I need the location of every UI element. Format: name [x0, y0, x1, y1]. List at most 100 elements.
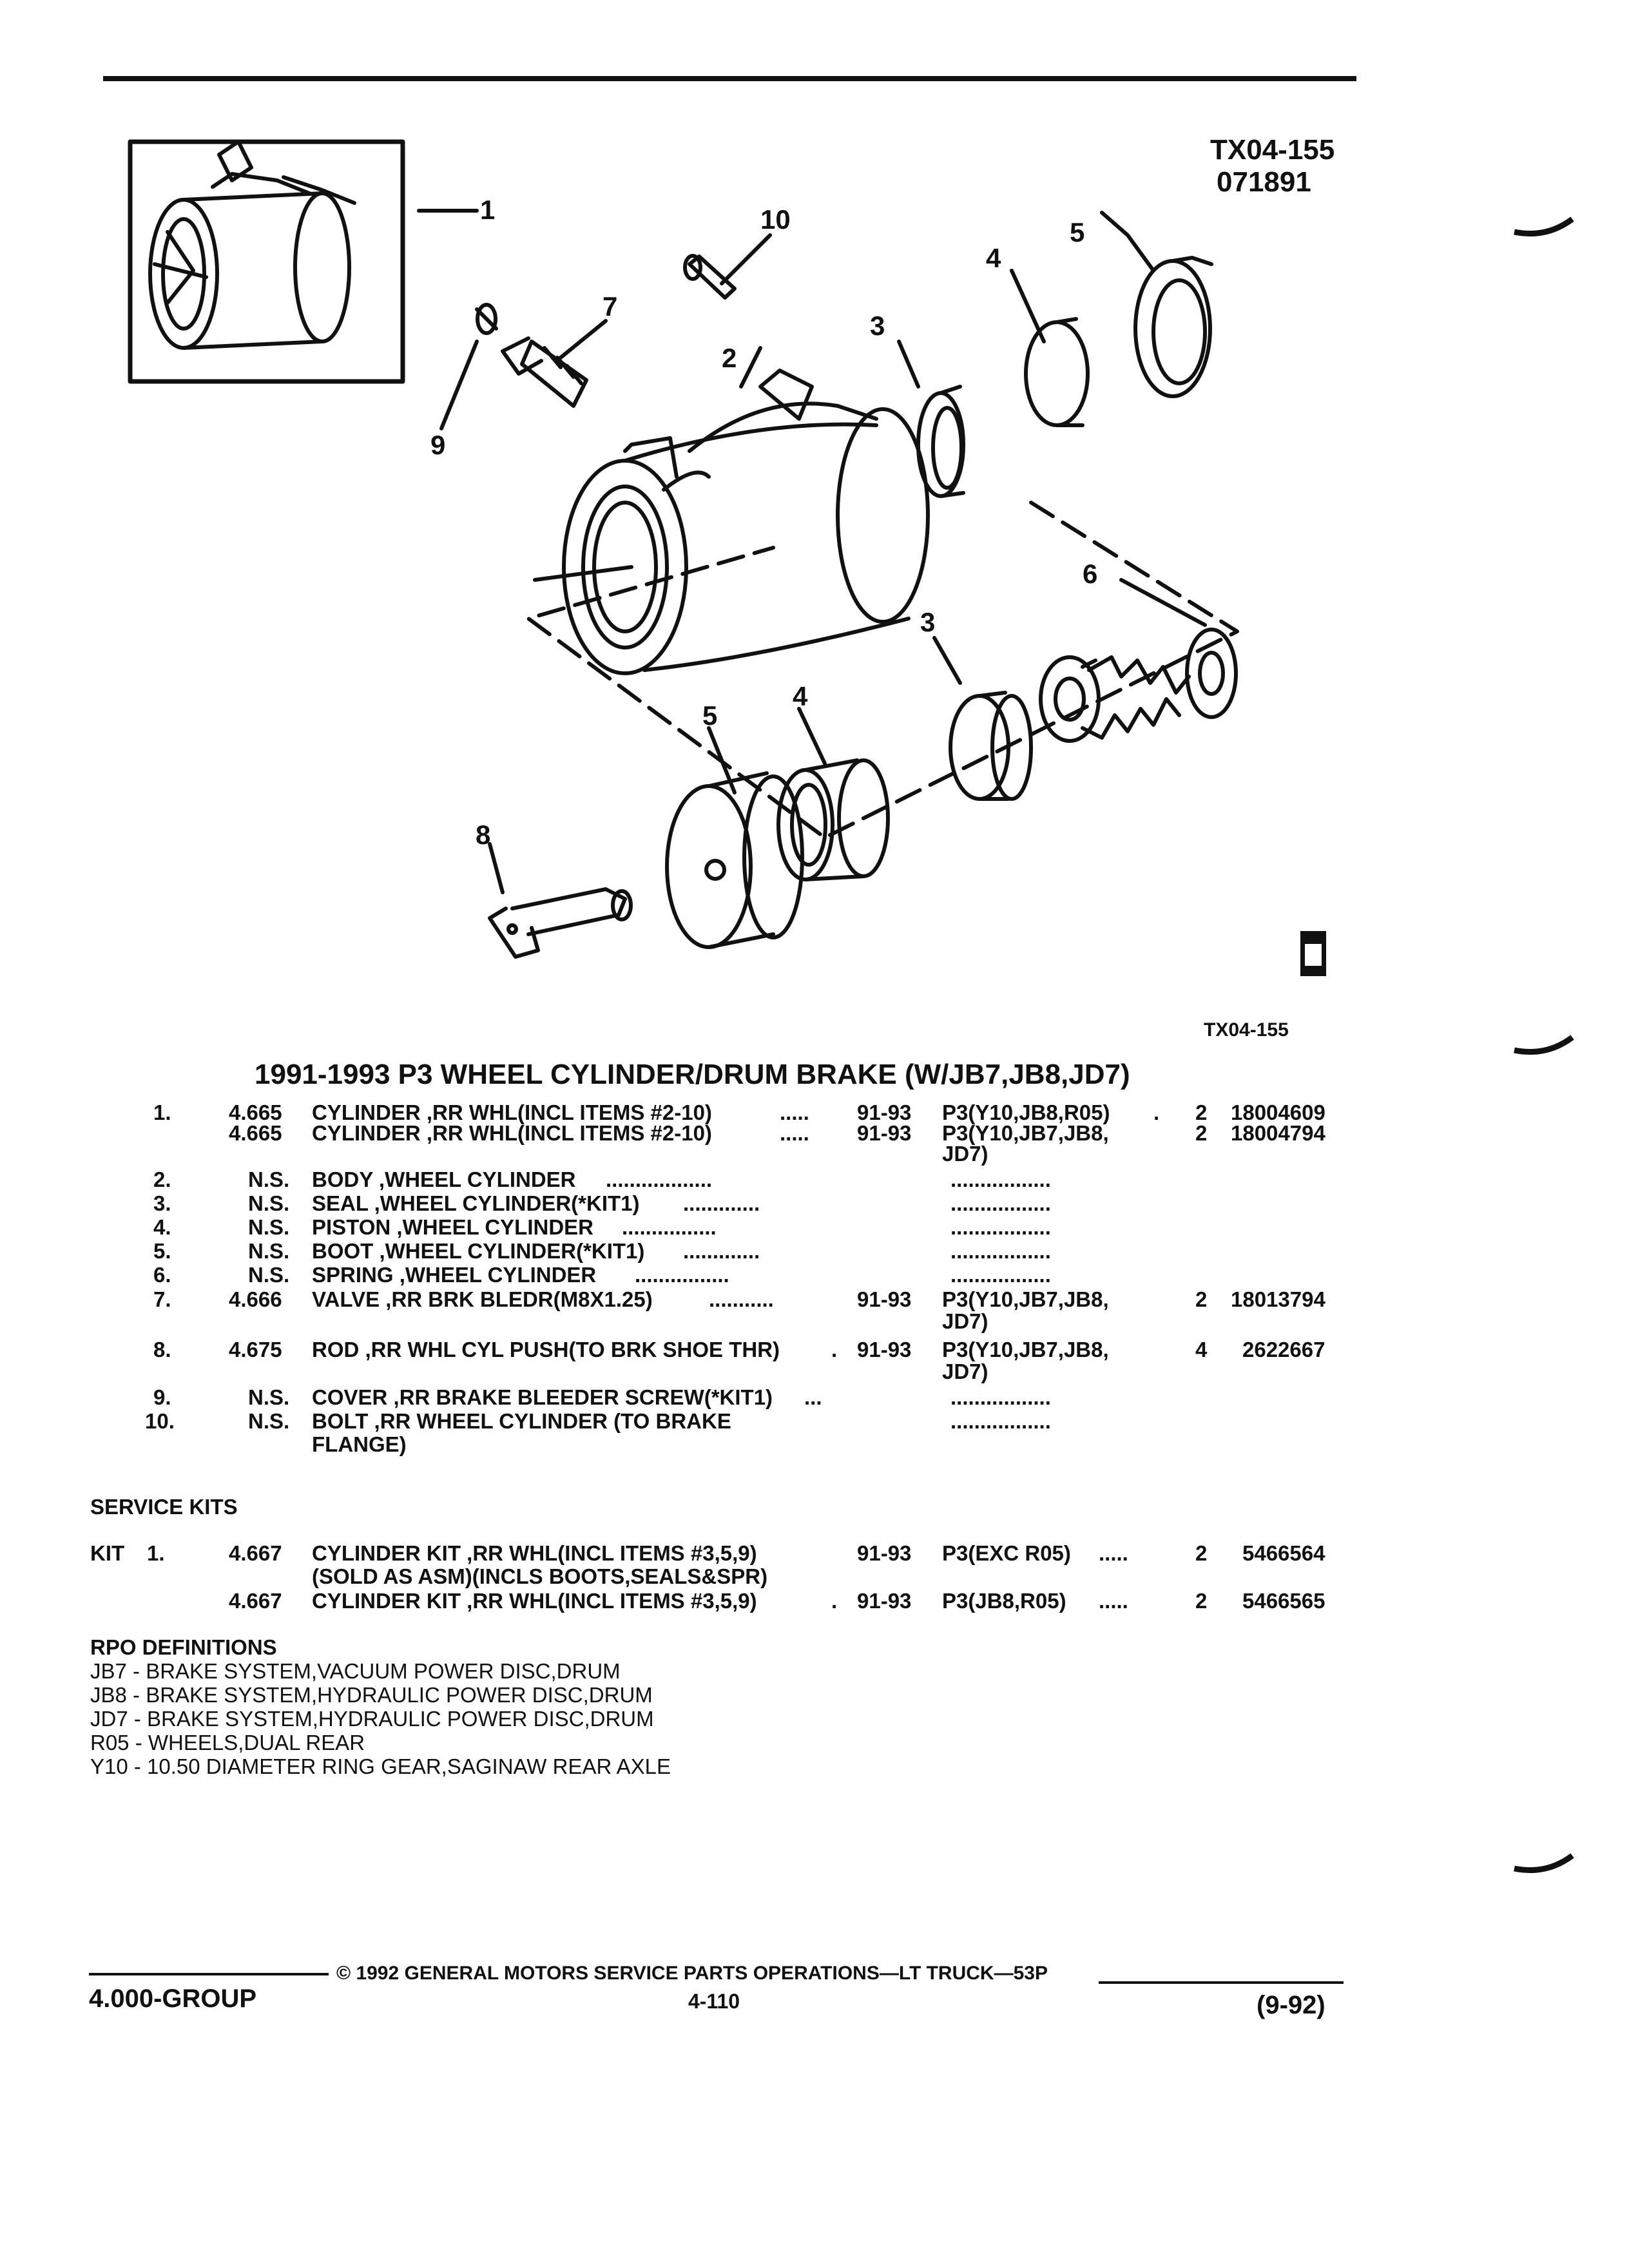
kit-label: KIT	[90, 1541, 125, 1565]
item-number: 5.	[153, 1239, 171, 1263]
part-number: 18004609	[1231, 1100, 1325, 1124]
quantity: 2	[1195, 1287, 1208, 1311]
callout-7: 7	[602, 291, 617, 322]
quantity: 2	[1195, 1121, 1208, 1145]
usage: P3(Y10,JB8,R05)	[942, 1100, 1110, 1124]
group-number: N.S.	[248, 1191, 290, 1215]
leader-dots: .	[831, 1589, 838, 1613]
exploded-diagram: 1 2 3 3 4 4 5 5 6 7 8 9 10	[128, 139, 1326, 976]
description-continued: FLANGE)	[312, 1432, 407, 1456]
quantity: 2	[1195, 1589, 1208, 1613]
description: SEAL ,WHEEL CYLINDER(*KIT1)	[312, 1191, 640, 1215]
description: CYLINDER ,RR WHL(INCL ITEMS #2-10)	[312, 1100, 712, 1124]
item-number: 4.	[153, 1215, 171, 1239]
item-number: 6.	[153, 1263, 171, 1287]
callout-3-lower: 3	[920, 607, 935, 637]
callout-2: 2	[722, 343, 737, 373]
rpo-definitions: RPO DEFINITIONS JB7 - BRAKE SYSTEM,VACUU…	[90, 1635, 671, 1778]
item-number: 8.	[153, 1338, 171, 1361]
group-number: 4.675	[229, 1338, 282, 1361]
leader-dots: ...	[804, 1385, 822, 1409]
years: 91-93	[857, 1287, 912, 1311]
description: COVER ,RR BRAKE BLEEDER SCREW(*KIT1)	[312, 1385, 773, 1409]
usage-continued: JD7)	[942, 1309, 988, 1333]
description: BOLT ,RR WHEEL CYLINDER (TO BRAKE	[312, 1409, 731, 1433]
years: 91-93	[857, 1338, 912, 1361]
gm-spo-logo	[1300, 931, 1326, 976]
quantity: 4	[1195, 1338, 1208, 1361]
part-number: 18004794	[1231, 1121, 1325, 1145]
leader-dots: .............	[683, 1191, 760, 1215]
item-number: 3.	[153, 1191, 171, 1215]
leader-dots: ................	[622, 1215, 717, 1239]
item-number: 2.	[153, 1168, 171, 1191]
item-number: 9.	[153, 1385, 171, 1409]
leader-dots: .................	[950, 1239, 1051, 1263]
description: CYLINDER ,RR WHL(INCL ITEMS #2-10)	[312, 1121, 712, 1145]
group-number: N.S.	[248, 1409, 290, 1433]
leader-dots: ................	[635, 1263, 729, 1287]
leader-dots: .....	[1099, 1541, 1128, 1565]
part-number: 5466565	[1242, 1589, 1325, 1613]
top-rule	[103, 76, 1356, 81]
callout-9: 9	[430, 430, 445, 460]
leader-dots: .................	[950, 1409, 1051, 1433]
part-number: 18013794	[1231, 1287, 1325, 1311]
part-number: 5466564	[1242, 1541, 1325, 1565]
quantity: 2	[1195, 1100, 1208, 1124]
usage-continued: JD7)	[942, 1360, 988, 1383]
callout-10: 10	[760, 204, 791, 235]
description: BODY ,WHEEL CYLINDER	[312, 1168, 576, 1191]
leader-dots: .....	[1099, 1589, 1128, 1613]
figure-code: TX04-155	[1210, 134, 1335, 166]
group-number: 4.667	[229, 1541, 282, 1565]
leader-dots: .............	[683, 1239, 760, 1263]
description: ROD ,RR WHL CYL PUSH(TO BRK SHOE THR)	[312, 1338, 780, 1361]
rpo-line: Y10 - 10.50 DIAMETER RING GEAR,SAGINAW R…	[90, 1754, 671, 1778]
callout-4-lower: 4	[793, 681, 808, 711]
description: SPRING ,WHEEL CYLINDER	[312, 1263, 597, 1287]
footer-group: 4.000-GROUP	[89, 1984, 257, 2013]
callout-3-upper: 3	[870, 311, 885, 341]
footer-page: 4-110	[688, 1990, 740, 2013]
usage: P3(Y10,JB7,JB8,	[942, 1121, 1109, 1145]
group-number: N.S.	[248, 1168, 290, 1191]
leader-dots: .................	[950, 1215, 1051, 1239]
leader-dots: .................	[950, 1191, 1051, 1215]
leader-dots: .....	[780, 1121, 809, 1145]
years: 91-93	[857, 1541, 912, 1565]
part-number: 2622667	[1242, 1338, 1325, 1361]
leader-dots: .....	[780, 1100, 809, 1124]
section-title: 1991-1993 P3 WHEEL CYLINDER/DRUM BRAKE (…	[255, 1059, 1130, 1090]
description: PISTON ,WHEEL CYLINDER	[312, 1215, 593, 1239]
years: 91-93	[857, 1100, 912, 1124]
rpo-line: JB7 - BRAKE SYSTEM,VACUUM POWER DISC,DRU…	[90, 1659, 621, 1683]
group-number: 4.665	[229, 1100, 282, 1124]
description: VALVE ,RR BRK BLEDR(M8X1.25)	[312, 1287, 653, 1311]
group-number: N.S.	[248, 1263, 290, 1287]
description-continued: (SOLD AS ASM)(INCLS BOOTS,SEALS&SPR)	[312, 1564, 768, 1588]
footer-revision: (9-92)	[1257, 1991, 1325, 2019]
usage: P3(JB8,R05)	[942, 1589, 1066, 1613]
rpo-heading: RPO DEFINITIONS	[90, 1635, 277, 1659]
figure-date: 071891	[1217, 166, 1311, 198]
usage: P3(EXC R05)	[942, 1541, 1071, 1565]
item-number: 1.	[153, 1100, 171, 1124]
leader-dots: ..................	[606, 1168, 713, 1191]
diagram-caption: TX04-155	[1204, 1019, 1289, 1041]
group-number: 4.665	[229, 1121, 282, 1145]
leader-dots: .	[831, 1338, 838, 1361]
callout-5-upper: 5	[1070, 217, 1084, 247]
rpo-line: JB8 - BRAKE SYSTEM,HYDRAULIC POWER DISC,…	[90, 1683, 653, 1707]
footer-rule-right	[1099, 1981, 1344, 1984]
leader-dots: .................	[950, 1263, 1051, 1287]
quantity: 2	[1195, 1541, 1208, 1565]
group-number: N.S.	[248, 1215, 290, 1239]
usage: P3(Y10,JB7,JB8,	[942, 1338, 1109, 1361]
item-number: 10.	[145, 1409, 175, 1433]
leader-dots: .................	[950, 1168, 1051, 1191]
rpo-line: JD7 - BRAKE SYSTEM,HYDRAULIC POWER DISC,…	[90, 1707, 654, 1731]
callout-6: 6	[1083, 559, 1097, 589]
callout-1: 1	[480, 195, 495, 225]
leader-dots: .................	[950, 1385, 1051, 1409]
